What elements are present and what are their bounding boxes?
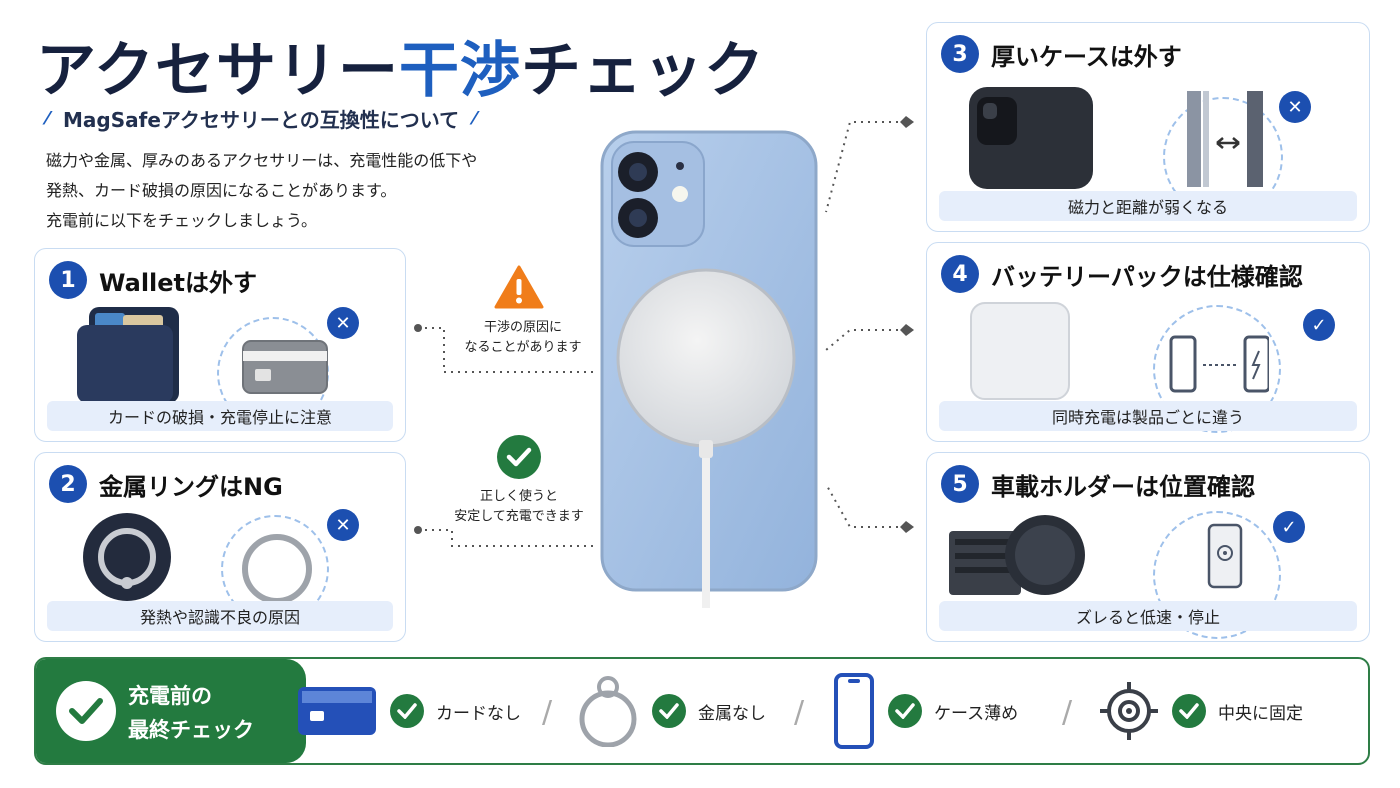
card-battery-pack: 4 バッテリーパックは仕様確認 ✓ 同時充電は製品ごとに違う — [926, 242, 1370, 442]
warning-line: なることがあります — [464, 340, 582, 355]
ring-holder-icon — [83, 513, 171, 601]
card-caption: 発熱や認識不良の原因 — [47, 601, 393, 631]
card-caption: カードの破損・充電停止に注意 — [47, 401, 393, 431]
card-wallet: 1 Walletは外す ✕ カードの破損・充電停止に注意 — [34, 248, 406, 442]
card-title: 車載ホルダーは位置確認 — [991, 472, 1255, 501]
separator: / — [542, 695, 553, 730]
final-check-icon — [56, 681, 116, 741]
phone-icon — [834, 673, 874, 749]
check-icon — [652, 694, 686, 728]
card-title: Walletは外す — [99, 268, 258, 297]
intro-text: 磁力や金属、厚みのあるアクセサリーは、充電性能の低下や 発熱、カード破損の原因に… — [46, 146, 477, 236]
final-item-text: ケース薄め — [934, 703, 1019, 724]
card-caption: 磁力と距離が弱くなる — [939, 191, 1357, 221]
subtitle-text: MagSafeアクセサリーとの互換性について — [63, 108, 460, 132]
warning-text: 干渉の原因に なることがあります — [458, 318, 588, 358]
phone-illustration — [600, 130, 818, 608]
battery-zoom-circle — [1153, 305, 1281, 433]
phone-charge-icon — [1169, 335, 1269, 393]
check-icon — [390, 694, 424, 728]
final-check-label-line: 最終チェック — [128, 718, 254, 742]
card-header: 5 車載ホルダーは位置確認 — [941, 465, 1255, 503]
page-title: アクセサリー干渉チェック — [36, 22, 765, 109]
step-number: 1 — [49, 261, 87, 299]
check-icon — [1172, 694, 1206, 728]
final-item-text: 中央に固定 — [1218, 703, 1303, 724]
card-caption: ズレると低速・停止 — [939, 601, 1357, 631]
check-icon — [888, 694, 922, 728]
card-header: 2 金属リングはNG — [49, 465, 283, 503]
final-item-case: ケース薄め — [832, 659, 1018, 763]
card-car-holder: 5 車載ホルダーは位置確認 ✓ ズレると低速・停止 — [926, 452, 1370, 642]
step-number: 3 — [941, 35, 979, 73]
card-header: 4 バッテリーパックは仕様確認 — [941, 255, 1303, 293]
holder-zoom-circle — [1153, 511, 1281, 639]
subtitle: ⁄ MagSafeアクセサリーとの互換性について ⁄ — [46, 104, 476, 133]
card-title: 厚いケースは外す — [991, 42, 1182, 71]
sparkle-right-icon: ⁄ — [473, 108, 477, 129]
final-check-bar: 充電前の 最終チェック カードなし / 金属なし / ケース薄め / — [34, 657, 1370, 765]
title-text-2: チェック — [521, 36, 765, 106]
ng-x-icon: ✕ — [327, 509, 359, 541]
intro-line: 磁力や金属、厚みのあるアクセサリーは、充電性能の低下や — [46, 151, 478, 170]
wallet-icon — [77, 307, 179, 403]
case-thickness-icon — [1187, 91, 1263, 187]
step-number: 4 — [941, 255, 979, 293]
final-item-text: カードなし — [436, 703, 521, 724]
step-number: 2 — [49, 465, 87, 503]
final-item-card: カードなし — [296, 659, 521, 763]
separator: / — [1062, 695, 1073, 730]
final-check-label: 充電前の 最終チェック — [128, 679, 254, 747]
step-number: 5 — [941, 465, 979, 503]
card-metal-ring: 2 金属リングはNG ✕ 発熱や認識不良の原因 — [34, 452, 406, 642]
credit-card-icon — [242, 340, 328, 394]
intro-line: 充電前に以下をチェックしましょう。 — [46, 211, 318, 230]
card-caption: 同時充電は製品ごとに違う — [939, 401, 1357, 431]
title-accent-text: 干渉 — [399, 36, 521, 106]
card-thick-case: 3 厚いケースは外す ✕ 磁力と距離が弱くなる — [926, 22, 1370, 232]
final-check-label-line: 充電前の — [128, 684, 212, 708]
ok-check-icon: ✓ — [1303, 309, 1335, 341]
ng-x-icon: ✕ — [1279, 91, 1311, 123]
thick-case-icon — [969, 87, 1093, 189]
metal-ring-icon — [242, 534, 312, 604]
ok-line: 正しく使うと — [479, 489, 558, 504]
card-icon — [298, 687, 376, 735]
final-item-metal: 金属なし — [576, 659, 766, 763]
final-item-center: 中央に固定 — [1098, 659, 1303, 763]
warning-icon — [494, 265, 544, 309]
ring-icon — [579, 676, 637, 747]
car-holder-icon — [949, 515, 1085, 595]
ok-check-icon: ✓ — [1273, 511, 1305, 543]
final-item-text: 金属なし — [698, 703, 766, 724]
ok-text: 正しく使うと 安定して充電できます — [446, 487, 592, 527]
final-check-panel-tip — [256, 659, 306, 763]
warning-line: 干渉の原因に — [483, 320, 562, 335]
sparkle-left-icon: ⁄ — [46, 108, 50, 129]
ok-line: 安定して充電できます — [454, 509, 584, 524]
ng-x-icon: ✕ — [327, 307, 359, 339]
intro-line: 発熱、カード破損の原因になることがあります。 — [46, 181, 397, 200]
card-header: 3 厚いケースは外す — [941, 35, 1182, 73]
target-icon — [1100, 682, 1158, 740]
target-phone-icon — [1207, 523, 1243, 589]
battery-pack-icon — [970, 302, 1070, 400]
card-header: 1 Walletは外す — [49, 261, 257, 299]
card-title: 金属リングはNG — [99, 472, 283, 501]
title-text-1: アクセサリー — [36, 36, 399, 106]
card-title: バッテリーパックは仕様確認 — [991, 262, 1303, 291]
separator: / — [794, 695, 805, 730]
ok-check-icon — [497, 435, 541, 479]
